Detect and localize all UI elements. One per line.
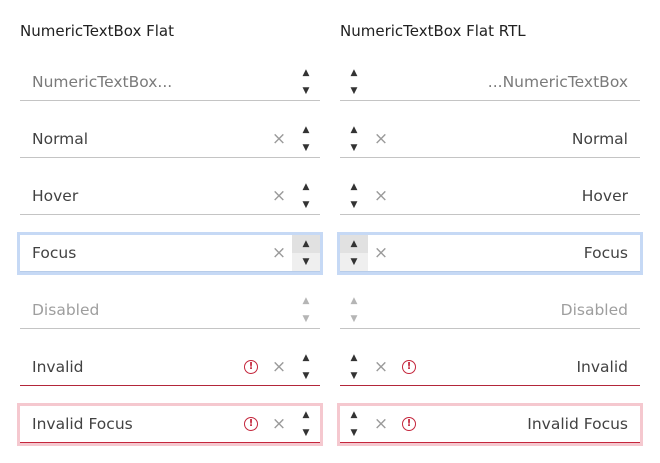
spin-down-button[interactable]: ▼: [302, 86, 310, 96]
clear-icon[interactable]: ×: [271, 413, 287, 434]
spin-up-button[interactable]: ▲: [302, 125, 310, 135]
spin-up-button[interactable]: ▲: [302, 182, 310, 192]
spinner: ▲ ▼: [340, 406, 368, 442]
clear-icon[interactable]: ×: [373, 413, 389, 434]
numerictextbox-rtl-normal[interactable]: Normal × ▲ ▼: [340, 121, 640, 158]
spin-up-button[interactable]: ▲: [350, 68, 358, 78]
spin-up-button[interactable]: ▲: [350, 410, 358, 420]
spinner: ▲ ▼: [292, 121, 320, 157]
error-icon: !: [402, 360, 416, 374]
spin-down-button: ▼: [350, 314, 358, 324]
clear-icon[interactable]: ×: [271, 185, 287, 206]
spin-up-button: ▲: [302, 296, 310, 306]
spinner: ▲ ▼: [292, 64, 320, 100]
clear-icon[interactable]: ×: [373, 128, 389, 149]
numerictextbox-disabled: Disabled ▲ ▼: [20, 292, 320, 329]
spin-down-button[interactable]: ▼: [350, 143, 358, 153]
spin-up-button[interactable]: ▲: [302, 353, 310, 363]
numerictextbox-placeholder[interactable]: NumericTextBox... ▲ ▼: [20, 64, 320, 101]
numeric-input[interactable]: ...NumericTextBox: [487, 73, 628, 91]
numeric-input[interactable]: Invalid Focus: [527, 415, 628, 433]
error-icon: !: [244, 417, 258, 431]
spin-down-button[interactable]: ▼: [302, 200, 310, 210]
clear-icon[interactable]: ×: [271, 242, 287, 263]
spin-up-button[interactable]: ▲: [302, 68, 310, 78]
clear-icon[interactable]: ×: [271, 356, 287, 377]
numerictextbox-normal[interactable]: Normal × ▲ ▼: [20, 121, 320, 158]
numeric-input[interactable]: Hover: [32, 187, 79, 205]
numerictextbox-rtl-hover[interactable]: Hover × ▲ ▼: [340, 178, 640, 215]
numeric-input[interactable]: NumericTextBox...: [32, 73, 173, 91]
numerictextbox-rtl-invalid[interactable]: Invalid ! × ▲ ▼: [340, 349, 640, 386]
error-icon: !: [402, 417, 416, 431]
spinner: ▲ ▼: [340, 292, 368, 328]
numerictextbox-rtl-focus[interactable]: Focus × ▲ ▼: [340, 235, 640, 272]
numerictextbox-invalid-focus[interactable]: Invalid Focus ! × ▲ ▼: [20, 406, 320, 443]
spin-up-button[interactable]: ▲: [292, 235, 320, 253]
spin-down-button[interactable]: ▼: [350, 257, 358, 267]
clear-icon[interactable]: ×: [373, 356, 389, 377]
spinner: ▲ ▼: [292, 292, 320, 328]
spin-up-button: ▲: [350, 296, 358, 306]
spin-down-button[interactable]: ▼: [350, 200, 358, 210]
spin-up-button[interactable]: ▲: [350, 353, 358, 363]
spin-down-button[interactable]: ▼: [350, 428, 358, 438]
spinner: ▲ ▼: [292, 349, 320, 385]
numerictextbox-rtl-disabled: Disabled ▲ ▼: [340, 292, 640, 329]
numeric-input[interactable]: Normal: [571, 130, 628, 148]
spinner: ▲ ▼: [340, 235, 368, 271]
spin-down-button: ▼: [302, 314, 310, 324]
spinner: ▲ ▼: [340, 64, 368, 100]
numeric-input: Disabled: [32, 301, 100, 319]
numerictextbox-focus[interactable]: Focus × ▲ ▼: [20, 235, 320, 272]
numeric-input[interactable]: Invalid: [32, 358, 84, 376]
section-title: NumericTextBox Flat: [20, 22, 175, 40]
spin-down-button[interactable]: ▼: [350, 371, 358, 381]
spinner: ▲ ▼: [292, 406, 320, 442]
spin-up-button[interactable]: ▲: [350, 182, 358, 192]
spin-up-button[interactable]: ▲: [350, 125, 358, 135]
numeric-input[interactable]: Focus: [583, 244, 628, 262]
spinner: ▲ ▼: [340, 178, 368, 214]
spinner: ▲ ▼: [340, 349, 368, 385]
spin-down-button[interactable]: ▼: [302, 428, 310, 438]
clear-icon[interactable]: ×: [271, 128, 287, 149]
spin-down-button[interactable]: ▼: [350, 86, 358, 96]
numeric-input[interactable]: Invalid Focus: [32, 415, 133, 433]
spin-down-button[interactable]: ▼: [302, 143, 310, 153]
numerictextbox-rtl-invalid-focus[interactable]: Invalid Focus ! × ▲ ▼: [340, 406, 640, 443]
error-icon: !: [244, 360, 258, 374]
spinner: ▲ ▼: [292, 235, 320, 271]
numeric-input: Disabled: [560, 301, 628, 319]
numeric-input[interactable]: Invalid: [576, 358, 628, 376]
spinner: ▲ ▼: [340, 121, 368, 157]
numerictextbox-invalid[interactable]: Invalid ! × ▲ ▼: [20, 349, 320, 386]
section-title: NumericTextBox Flat RTL: [340, 22, 526, 40]
numeric-input[interactable]: Hover: [581, 187, 628, 205]
spin-up-button[interactable]: ▲: [340, 235, 368, 253]
numerictextbox-hover[interactable]: Hover × ▲ ▼: [20, 178, 320, 215]
numerictextbox-rtl-placeholder[interactable]: ...NumericTextBox ▲ ▼: [340, 64, 640, 101]
numeric-input[interactable]: Focus: [32, 244, 77, 262]
spin-down-button[interactable]: ▼: [302, 257, 310, 267]
numeric-input[interactable]: Normal: [32, 130, 89, 148]
clear-icon[interactable]: ×: [373, 242, 389, 263]
spin-down-button[interactable]: ▼: [302, 371, 310, 381]
spin-up-button[interactable]: ▲: [302, 410, 310, 420]
spinner: ▲ ▼: [292, 178, 320, 214]
clear-icon[interactable]: ×: [373, 185, 389, 206]
